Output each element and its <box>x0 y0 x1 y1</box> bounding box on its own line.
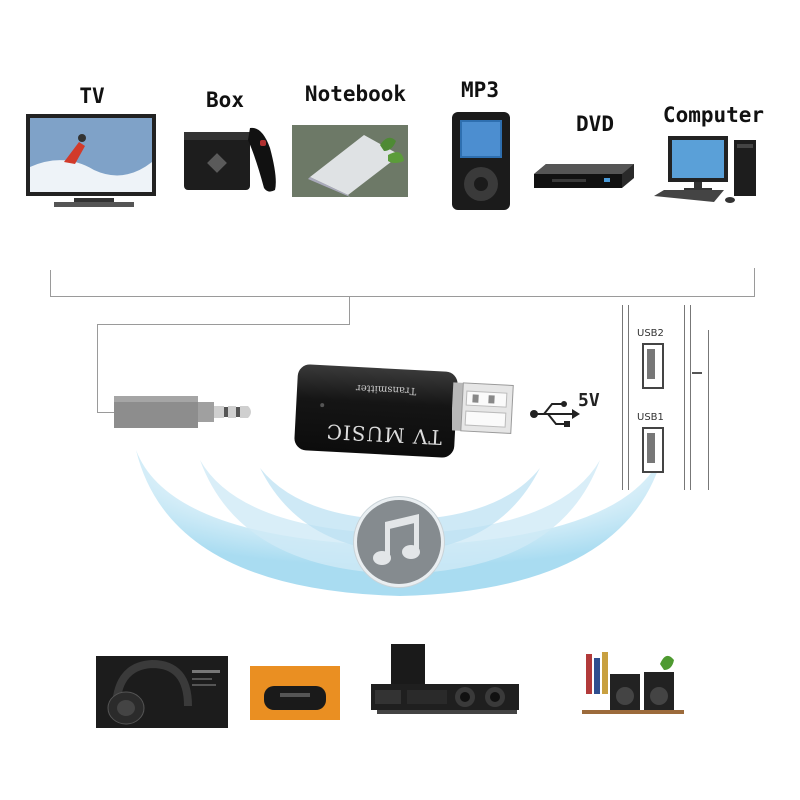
tv-image <box>26 114 156 207</box>
signal-wave <box>136 450 664 596</box>
panel-edge-1 <box>622 305 623 490</box>
audio-plug <box>114 396 251 428</box>
label-box: Box <box>206 88 244 112</box>
panel-edge-5 <box>708 330 709 490</box>
label-tv: TV <box>79 84 105 108</box>
power-label: 5V <box>578 390 600 411</box>
cable-top <box>97 324 350 325</box>
connector-drop <box>349 296 350 324</box>
computer-image <box>654 136 756 203</box>
label-computer: Computer <box>662 103 765 127</box>
dongle-print: TV MUSIC Transmitter <box>308 373 451 450</box>
home-theater-image <box>371 644 519 714</box>
connector-top <box>50 296 755 297</box>
usb-port-label-top: USB2 <box>637 328 664 339</box>
dvd-image <box>534 164 634 188</box>
headphones-image <box>96 656 228 728</box>
connector-left <box>50 270 51 296</box>
label-mp3: MP3 <box>461 78 499 102</box>
notebook-image <box>292 125 408 197</box>
usb-port-top[interactable] <box>642 343 664 389</box>
panel-tick <box>692 372 702 374</box>
usb-port-label-bottom: USB1 <box>637 412 664 423</box>
usb-plug <box>452 382 514 434</box>
connector-right <box>754 268 755 297</box>
music-badge <box>354 497 444 587</box>
panel-edge-2 <box>628 305 629 490</box>
usb-symbol-icon <box>530 401 580 427</box>
mp3-image <box>452 112 510 210</box>
box-image <box>184 127 276 192</box>
label-dvd: DVD <box>576 112 614 136</box>
transmitter-dongle: TV MUSIC Transmitter <box>293 363 459 459</box>
music-note-icon <box>373 514 420 565</box>
speaker-image <box>250 666 340 720</box>
cable-side <box>97 324 98 412</box>
label-notebook: Notebook <box>304 82 407 106</box>
dongle-line2: Transmitter <box>355 381 417 397</box>
panel-edge-4 <box>690 305 691 490</box>
panel-edge-3 <box>684 305 685 490</box>
bookshelf-speakers-image <box>582 652 684 714</box>
usb-port-bottom[interactable] <box>642 427 664 473</box>
cable-bottom <box>97 412 115 413</box>
